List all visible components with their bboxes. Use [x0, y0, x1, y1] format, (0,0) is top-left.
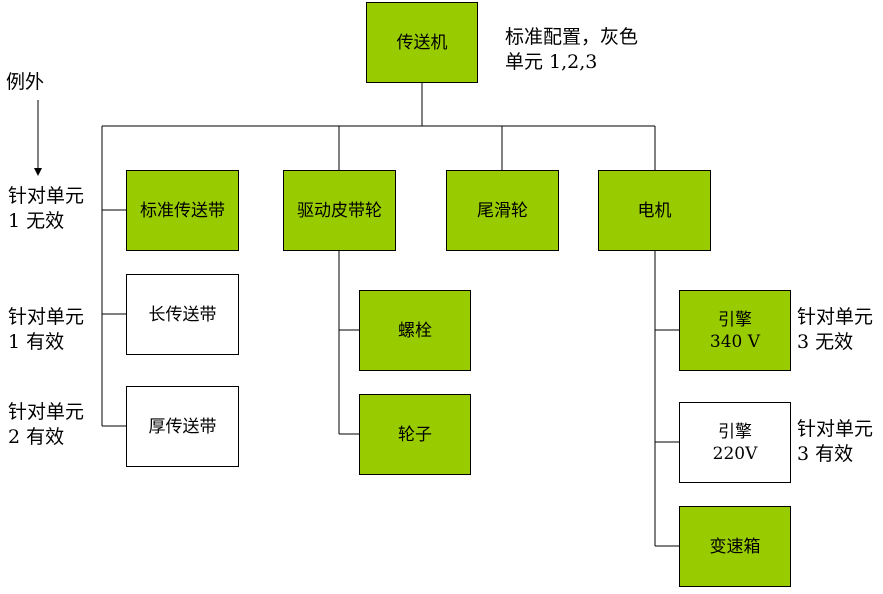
node-drive-pulley-label: 驱动皮带轮	[297, 200, 382, 221]
node-conveyor-root: 传送机	[366, 2, 478, 83]
note-unit3-valid-line1: 针对单元	[797, 418, 874, 440]
node-gearbox: 变速箱	[679, 506, 791, 587]
node-long-belt: 长传送带	[126, 274, 239, 355]
node-engine-220v: 引擎 220V	[679, 402, 791, 483]
root-config-note-line1: 标准配置，灰色	[505, 26, 639, 48]
node-bolt: 螺栓	[359, 290, 471, 371]
node-thick-belt: 厚传送带	[126, 386, 239, 467]
node-long-belt-label: 长传送带	[148, 304, 217, 325]
root-config-note-line2: 单元 1,2,3	[505, 51, 598, 73]
node-tail-pulley-label: 尾滑轮	[477, 200, 528, 221]
node-engine-340v: 引擎 340 V	[679, 290, 791, 371]
note-unit1-invalid-line1: 针对单元	[8, 185, 85, 207]
note-unit3-invalid: 针对单元 3 无效	[797, 305, 873, 355]
node-engine-340v-line1: 引擎	[718, 309, 752, 330]
note-unit3-invalid-line1: 针对单元	[797, 306, 874, 328]
node-wheel: 轮子	[359, 394, 471, 475]
note-unit1-valid-line1: 针对单元	[8, 306, 85, 328]
note-unit3-valid-line2: 3 有效	[797, 443, 854, 465]
node-standard-belt-label: 标准传送带	[140, 200, 225, 221]
node-engine-220v-line1: 引擎	[718, 421, 752, 442]
node-conveyor-root-label: 传送机	[396, 32, 448, 53]
node-engine-220v-line2: 220V	[712, 443, 758, 464]
note-unit3-valid: 针对单元 3 有效	[797, 417, 873, 467]
note-unit1-valid: 针对单元 1 有效	[8, 305, 84, 355]
exception-label: 例外	[6, 71, 45, 93]
note-unit3-invalid-line2: 3 无效	[797, 331, 854, 353]
node-standard-belt: 标准传送带	[126, 170, 239, 251]
node-gearbox-label: 变速箱	[709, 536, 761, 557]
root-config-note: 标准配置，灰色 单元 1,2,3	[505, 25, 638, 75]
node-tail-pulley: 尾滑轮	[446, 170, 559, 251]
node-motor-label: 电机	[637, 200, 672, 221]
note-unit2-valid: 针对单元 2 有效	[8, 400, 84, 450]
node-motor: 电机	[598, 170, 711, 251]
node-bolt-label: 螺栓	[398, 320, 432, 341]
node-thick-belt-label: 厚传送带	[148, 416, 217, 437]
note-unit2-valid-line1: 针对单元	[8, 401, 85, 423]
note-unit2-valid-line2: 2 有效	[8, 426, 65, 448]
node-drive-pulley: 驱动皮带轮	[283, 170, 396, 251]
note-unit1-invalid-line2: 1 无效	[8, 210, 65, 232]
node-engine-340v-line2: 340 V	[709, 331, 761, 352]
node-wheel-label: 轮子	[398, 424, 432, 445]
note-unit1-invalid: 针对单元 1 无效	[8, 184, 84, 234]
exception-arrow-head	[34, 168, 42, 176]
note-unit1-valid-line2: 1 有效	[8, 331, 65, 353]
